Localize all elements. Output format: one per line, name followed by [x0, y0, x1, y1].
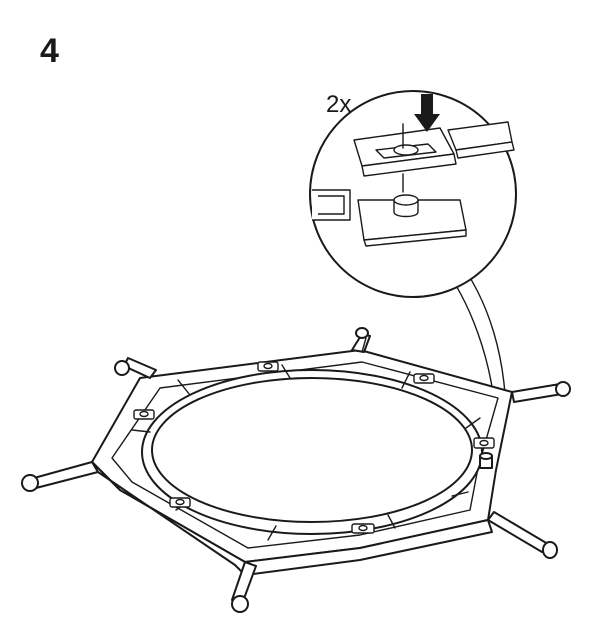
leg-bottom-right — [487, 511, 558, 559]
rib-1 — [177, 379, 191, 396]
down-arrow-icon — [414, 94, 440, 132]
ring-tab-right-top — [413, 373, 435, 384]
leg-left-bottom — [21, 461, 99, 492]
ring-tab-left — [133, 409, 155, 420]
quantity-label: 2x — [326, 91, 352, 118]
detail-lower-bracket — [312, 189, 467, 247]
ring-tab-bottom-left — [169, 497, 191, 508]
rib-5 — [451, 491, 469, 497]
ring-tab-top — [257, 361, 279, 372]
rib-9 — [131, 429, 151, 433]
ring-inner — [151, 377, 473, 523]
leg-top — [351, 327, 371, 353]
detail-callout — [309, 90, 517, 298]
detail-upper-bracket — [353, 121, 515, 193]
rib-4 — [465, 417, 481, 429]
step-number: 4 — [40, 32, 59, 70]
base-frame — [91, 349, 513, 576]
ring-tab-bottom — [351, 523, 375, 534]
ring-tab-right — [473, 437, 495, 449]
joint-peg — [479, 452, 493, 469]
leg-right — [511, 381, 571, 403]
rib-2 — [281, 364, 291, 379]
leg-left-top — [114, 357, 157, 379]
leg-bottom-left — [231, 561, 257, 613]
rib-6 — [387, 514, 396, 529]
rib-3 — [401, 371, 411, 389]
rib-7 — [267, 525, 277, 541]
frame-edge — [91, 461, 493, 576]
